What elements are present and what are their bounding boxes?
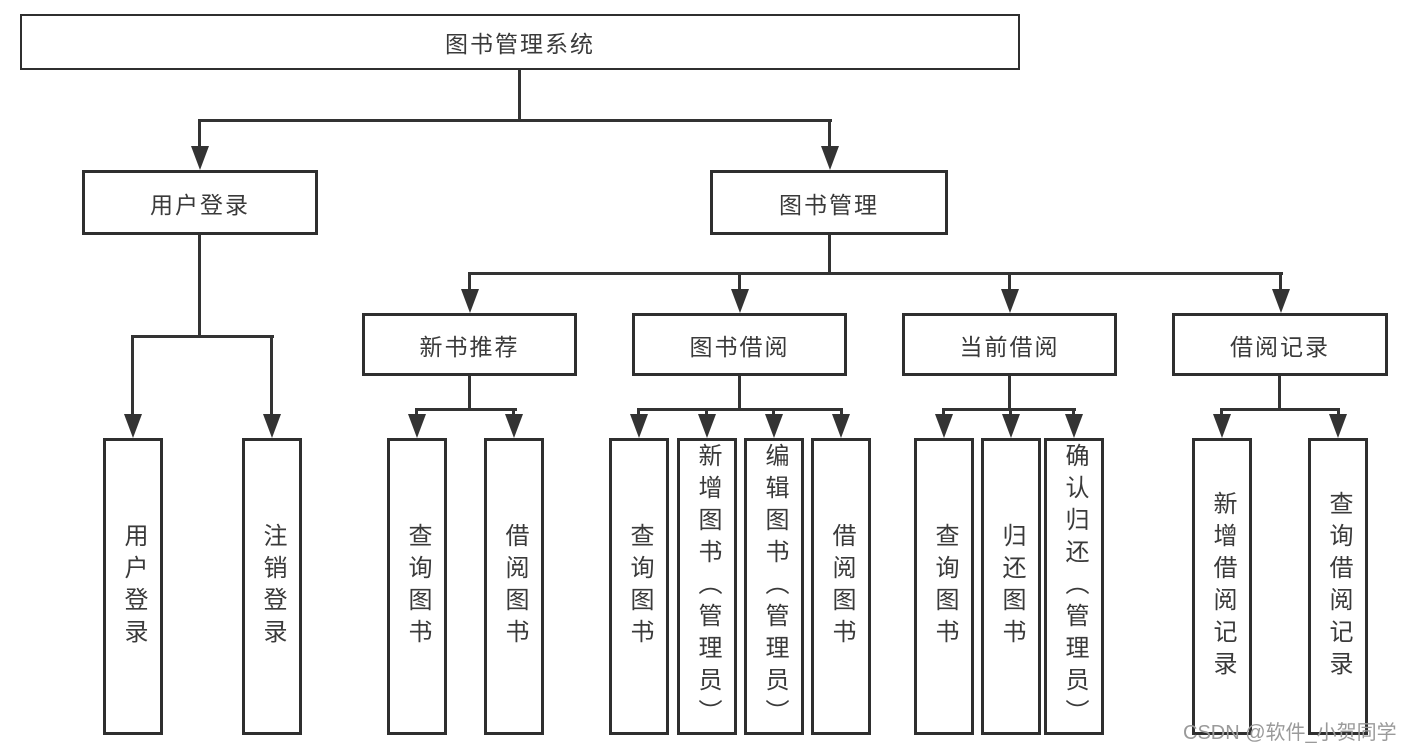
leaf-add-borrow-record: 新增借阅记录	[1192, 438, 1252, 735]
arrow-down-icon	[191, 146, 209, 170]
connector-line	[512, 408, 515, 417]
node-label: 新书推荐	[419, 333, 520, 360]
connector-line	[1279, 272, 1282, 292]
connector-line	[1008, 376, 1011, 410]
leaf-borrow-books-recommend: 借阅图书	[484, 438, 544, 735]
leaf-label: 查询图书	[931, 522, 958, 651]
node-borrowing-records: 借阅记录	[1172, 313, 1388, 376]
node-label: 借阅记录	[1230, 333, 1330, 360]
leaf-label: 归还图书	[998, 522, 1025, 651]
arrow-down-icon	[1001, 289, 1019, 313]
leaf-query-books-recommend: 查询图书	[387, 438, 447, 735]
connector-line	[198, 119, 832, 122]
leaf-label: 查询图书	[626, 522, 653, 651]
arrow-down-icon	[1272, 289, 1290, 313]
connector-line	[637, 408, 640, 417]
connector-line	[270, 335, 273, 417]
arrow-down-icon	[408, 414, 426, 438]
connector-line	[1220, 408, 1223, 417]
leaf-label: 新增借阅记录	[1209, 490, 1236, 683]
leaf-label: 查询图书	[404, 522, 431, 651]
leaf-logout: 注销登录	[242, 438, 302, 735]
arrow-down-icon	[1002, 414, 1020, 438]
connector-line	[828, 119, 831, 149]
connector-line	[198, 235, 201, 337]
connector-line	[1008, 272, 1011, 292]
node-label: 用户登录	[150, 191, 250, 218]
leaf-edit-books-admin: 编辑图书（管理员）	[744, 438, 804, 735]
connector-line	[738, 272, 741, 292]
leaf-borrow-books: 借阅图书	[811, 438, 871, 735]
connector-line	[415, 408, 517, 411]
node-label: 当前借阅	[959, 333, 1060, 360]
arrow-down-icon	[821, 146, 839, 170]
connector-line	[468, 272, 1283, 275]
connector-line	[468, 272, 471, 292]
connector-line	[637, 408, 843, 411]
connector-line	[1278, 376, 1281, 410]
connector-line	[738, 376, 741, 410]
arrow-down-icon	[124, 414, 142, 438]
connector-line	[942, 408, 945, 417]
node-library-management-system: 图书管理系统	[20, 14, 1020, 70]
node-label: 图书管理	[779, 191, 879, 218]
connector-line	[828, 235, 831, 274]
connector-line	[468, 376, 471, 410]
leaf-confirm-return-admin: 确认归还（管理员）	[1044, 438, 1104, 735]
leaf-label: 用户登录	[120, 522, 147, 651]
leaf-user-login: 用户登录	[103, 438, 163, 735]
arrow-down-icon	[1329, 414, 1347, 438]
arrow-down-icon	[630, 414, 648, 438]
connector-line	[1009, 408, 1012, 417]
connector-line	[131, 335, 134, 417]
connector-line	[772, 408, 775, 417]
leaf-label: 新增图书（管理员）	[694, 442, 721, 731]
arrow-down-icon	[935, 414, 953, 438]
arrow-down-icon	[505, 414, 523, 438]
leaf-label: 借阅图书	[501, 522, 528, 651]
node-current-borrowing: 当前借阅	[902, 313, 1117, 376]
arrow-down-icon	[731, 289, 749, 313]
connector-line	[415, 408, 418, 417]
arrow-down-icon	[832, 414, 850, 438]
node-book-borrowing: 图书借阅	[632, 313, 847, 376]
leaf-query-borrow-record: 查询借阅记录	[1308, 438, 1368, 735]
node-book-management: 图书管理	[710, 170, 948, 235]
arrow-down-icon	[263, 414, 281, 438]
connector-line	[1220, 408, 1340, 411]
arrow-down-icon	[698, 414, 716, 438]
leaf-label: 注销登录	[259, 522, 286, 651]
arrow-down-icon	[1213, 414, 1231, 438]
connector-line	[198, 119, 201, 149]
arrow-down-icon	[1065, 414, 1083, 438]
leaf-return-books: 归还图书	[981, 438, 1041, 735]
arrow-down-icon	[461, 289, 479, 313]
leaf-query-books-borrowing: 查询图书	[609, 438, 669, 735]
csdn-watermark: CSDN @软件_小贺同学	[1183, 722, 1397, 744]
leaf-label: 借阅图书	[828, 522, 855, 651]
leaf-query-books-current: 查询图书	[914, 438, 974, 735]
connector-line	[705, 408, 708, 417]
leaf-label: 编辑图书（管理员）	[761, 442, 788, 731]
leaf-label: 确认归还（管理员）	[1061, 442, 1088, 731]
node-user-login: 用户登录	[82, 170, 318, 235]
node-new-book-recommendation: 新书推荐	[362, 313, 577, 376]
leaf-add-books-admin: 新增图书（管理员）	[677, 438, 737, 735]
arrow-down-icon	[765, 414, 783, 438]
connector-line	[1337, 408, 1340, 417]
connector-line	[518, 70, 521, 122]
node-label: 图书管理系统	[445, 31, 595, 57]
connector-line	[840, 408, 843, 417]
connector-line	[1072, 408, 1075, 417]
leaf-label: 查询借阅记录	[1325, 490, 1352, 683]
node-label: 图书借阅	[689, 333, 790, 360]
connector-line	[131, 335, 274, 338]
